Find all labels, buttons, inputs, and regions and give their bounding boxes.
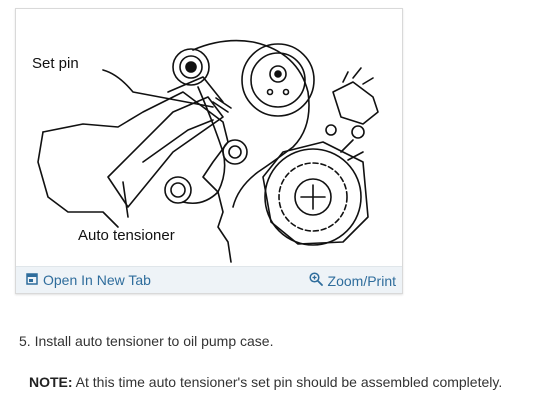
tensioner-housing [107, 96, 224, 208]
note-paragraph: NOTE: At this time auto tensioner's set … [29, 374, 502, 390]
step-5-text: 5. Install auto tensioner to oil pump ca… [19, 333, 274, 349]
note-label: NOTE: [29, 374, 73, 390]
magnifier-plus-icon [308, 272, 323, 289]
tensioner-pulley [222, 139, 248, 165]
figure-card: Set pin Auto tensioner Open In New Tab [15, 8, 403, 294]
note-text: At this time auto tensioner's set pin sh… [72, 374, 503, 390]
tensioner-housing-inner [142, 119, 214, 163]
right-bracket [332, 81, 379, 125]
set-pin-leader [102, 69, 214, 108]
diagram-svg: Set pin Auto tensioner [32, 39, 379, 263]
auto-tensioner-diagram: Set pin Auto tensioner [23, 12, 395, 267]
crankshaft-sprocket [264, 148, 362, 246]
auto-tensioner-leader [122, 181, 129, 218]
auto-tensioner-label: Auto tensioner [78, 227, 175, 244]
upper-idler-pulley [172, 48, 210, 86]
engine-lower-outline [37, 131, 119, 228]
open-in-new-tab-icon [26, 272, 38, 288]
open-in-new-tab-link[interactable]: Open In New Tab [26, 272, 151, 288]
set-pin-label: Set pin [32, 55, 79, 72]
lower-idler-pulley [164, 176, 192, 204]
set-pin-shape [212, 97, 232, 113]
zoom-print-link[interactable]: Zoom/Print [308, 272, 396, 289]
timing-belt [182, 39, 310, 208]
figure-toolbar: Open In New Tab Zoom/Print [16, 266, 402, 293]
tensioner-bracket [167, 76, 224, 103]
open-in-new-tab-label: Open In New Tab [43, 272, 151, 288]
crank-plate [262, 141, 369, 245]
engine-body-outline [42, 91, 232, 263]
zoom-print-label: Zoom/Print [327, 272, 396, 289]
camshaft-pulley [241, 43, 315, 117]
